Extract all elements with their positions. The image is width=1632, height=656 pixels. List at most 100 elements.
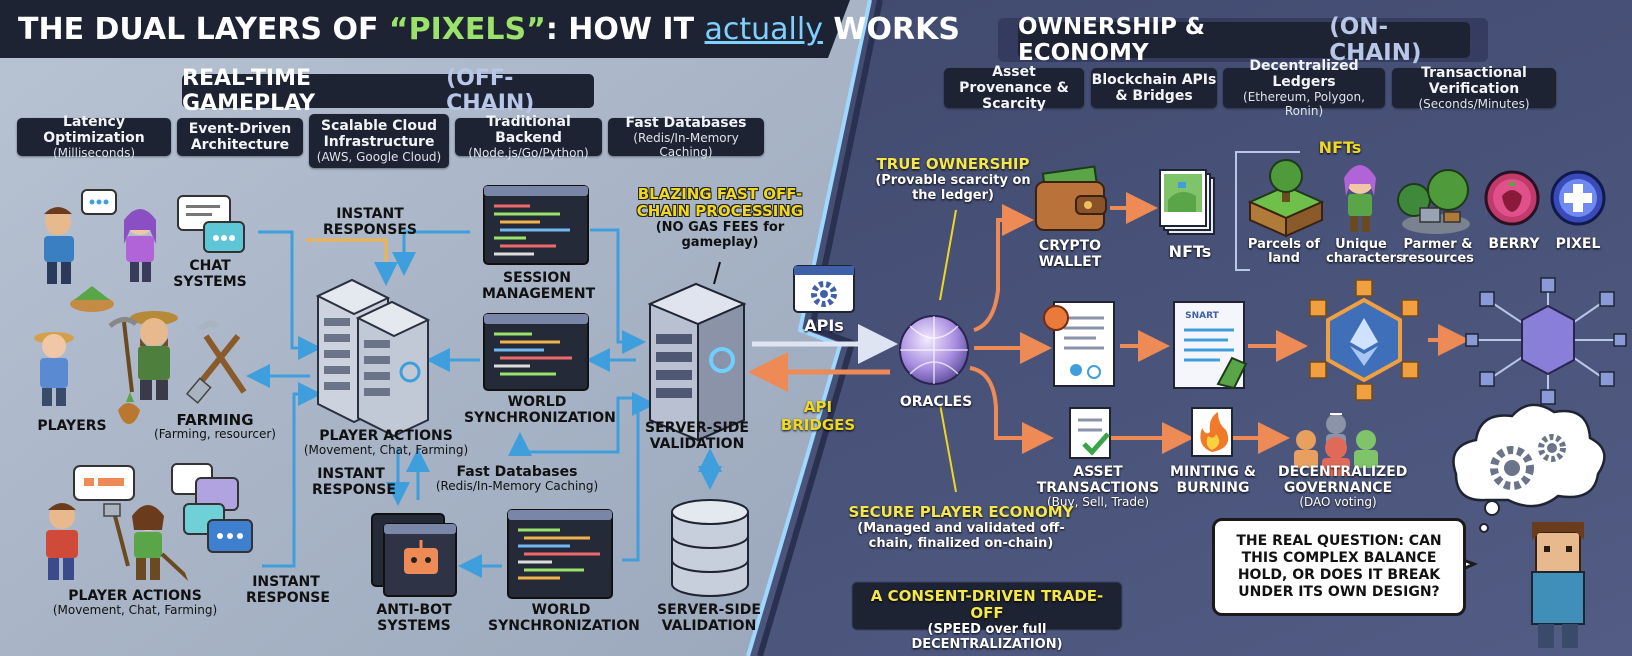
nft-item-berry: BERRY <box>1488 236 1540 252</box>
chat-bubbles-icon <box>81 189 245 253</box>
thought-gears-icon <box>1452 403 1606 533</box>
nfts-stack-label: NFTs <box>1168 242 1212 261</box>
arrow-instant-responses <box>306 238 398 286</box>
feature-sub: (AWS, Google Cloud) <box>316 150 442 164</box>
arrow-players-to-actions <box>262 382 322 568</box>
feature-sub: (Redis/In-Memory Caching) <box>633 131 739 159</box>
thinking-character-icon <box>1531 522 1585 648</box>
smart-doc-label: SNART <box>1185 311 1219 321</box>
code-window-icon <box>483 313 589 391</box>
players-icon <box>44 207 156 284</box>
world-sync-bottom-label: WORLD SYNCHRONIZATION <box>488 602 640 634</box>
players-icon <box>46 503 196 586</box>
feature-title: Asset Provenance & Scarcity <box>959 64 1069 112</box>
feature-sub: (Seconds/Minutes) <box>1418 97 1530 111</box>
feature-cloud: Scalable Cloud Infrastructure(AWS, Googl… <box>309 114 449 168</box>
player-actions-sub: (Movement, Chat, Farming) <box>52 603 218 617</box>
right-section-title-text: OWNERSHIP & ECONOMY <box>1018 14 1205 66</box>
title-middle: : HOW IT <box>545 12 705 47</box>
feature-sub: (Node.js/Go/Python) <box>468 146 589 160</box>
tradeoff-title: A CONSENT-DRIVEN TRADE-OFF <box>870 587 1104 622</box>
transaction-doc-icon <box>1069 407 1111 459</box>
arrow-world-to-server <box>622 392 656 562</box>
arrow-to-wallet <box>973 204 1034 332</box>
chat-systems-label: CHAT SYSTEMS <box>173 258 247 290</box>
arrow-to-transactions <box>969 366 1054 454</box>
ledger-network-icon <box>1465 277 1627 405</box>
apis-label: APIs <box>804 316 844 335</box>
api-bridges-label: API BRIDGES <box>780 398 856 434</box>
arrow-session-to-actions <box>392 230 470 276</box>
secure-economy-title: SECURE PLAYER ECONOMY <box>848 503 1074 521</box>
asset-transactions-label: ASSET TRANSACTIONS(Buy, Sell, Trade) <box>1010 464 1186 509</box>
secure-economy-label: SECURE PLAYER ECONOMY(Managed and valida… <box>846 503 1076 552</box>
berry-token-icon <box>1484 170 1540 226</box>
nft-item-land: Parcels of land <box>1247 237 1321 266</box>
dao-people-icon <box>1294 413 1378 476</box>
tradeoff-box-bg <box>851 581 1123 631</box>
asset-transactions-sub: (Buy, Sell, Trade) <box>1046 495 1150 509</box>
tools-icon <box>185 320 247 404</box>
title-banner <box>0 0 850 58</box>
minting-label: MINTING & BURNING <box>1170 464 1256 496</box>
governance-label: DECENTRALIZED GOVERNANCE(DAO voting) <box>1278 464 1408 509</box>
title-prefix: THE DUAL LAYERS OF <box>18 12 389 47</box>
feature-title: Transactional Verification <box>1421 65 1527 97</box>
title-suffix: WORKS <box>822 12 960 47</box>
players-label: PLAYERS <box>37 418 107 434</box>
feature-fast-db: Fast Databases(Redis/In-Memory Caching) <box>608 115 764 159</box>
fast-databases-title: Fast Databases <box>456 464 578 480</box>
wallet-icon <box>1035 165 1107 231</box>
oracle-orb-icon <box>899 315 969 385</box>
server-validation-top-label: SERVER-SIDE VALIDATION <box>645 420 749 452</box>
session-management-label: SESSION MANAGEMENT <box>482 270 596 302</box>
secure-economy-sub: (Managed and validated off-chain, finali… <box>857 521 1065 551</box>
character-icon <box>1344 165 1376 232</box>
right-section-tag: (ON-CHAIN) <box>1329 14 1422 66</box>
arrow-server-loop <box>508 396 636 456</box>
server-icon <box>647 282 747 442</box>
code-window-icon <box>483 185 589 265</box>
farmer-icon <box>34 286 178 424</box>
nft-item-pixel: PIXEL <box>1555 236 1601 252</box>
code-window-icon <box>507 509 613 599</box>
smart-contract-icon <box>1173 301 1248 390</box>
nft-card-icon <box>1159 169 1215 235</box>
left-section-title-text: REAL-TIME GAMEPLAY <box>182 66 315 116</box>
title-highlight: “PIXELS” <box>388 12 546 47</box>
feature-event-driven: Event-Driven Architecture <box>177 118 303 156</box>
feature-title: Latency Optimization <box>43 114 145 146</box>
nft-item-resources: Parmer & resources <box>1402 237 1474 266</box>
feature-title: Scalable Cloud Infrastructure <box>321 118 437 150</box>
feature-provenance: Asset Provenance & Scarcity <box>944 64 1084 112</box>
true-ownership-title: TRUE OWNERSHIP <box>876 155 1030 173</box>
server-validation-bottom-label: SERVER-SIDE VALIDATION <box>657 602 761 634</box>
player-actions-center-label: PLAYER ACTIONS(Movement, Chat, Farming) <box>296 428 476 457</box>
land-icon <box>1247 159 1325 238</box>
feature-title: Decentralized Ledgers <box>1249 58 1359 90</box>
governance-title: DECENTRALIZED GOVERNANCE <box>1278 464 1408 496</box>
chat-bubbles-icon <box>73 463 253 553</box>
player-actions-bottom-label: PLAYER ACTIONS(Movement, Chat, Farming) <box>40 588 230 617</box>
divider-shadow <box>757 0 883 656</box>
feature-sub: (Milliseconds) <box>52 146 136 160</box>
callout-line <box>713 261 721 285</box>
feature-ledgers: Decentralized Ledgers(Ethereum, Polygon,… <box>1223 58 1385 118</box>
true-ownership-sub: (Provable scarcity on the ledger) <box>875 173 1031 203</box>
blazing-fast-label: BLAZING FAST OFF-CHAIN PROCESSING(NO GAS… <box>620 186 820 251</box>
instant-response-bottom-label: INSTANT RESPONSE <box>246 574 330 606</box>
farming-label: FARMING(Farming, resourcer) <box>150 412 280 441</box>
governance-sub: (DAO voting) <box>1299 495 1377 509</box>
nfts-header-label: NFTs <box>1318 138 1362 157</box>
feature-sub: (Ethereum, Polygon, Ronin) <box>1243 90 1365 118</box>
api-gear-icon <box>793 265 855 313</box>
anti-bot-label: ANTI-BOT SYSTEMS <box>376 602 452 634</box>
farming-sub: (Farming, resourcer) <box>154 427 276 441</box>
asset-transactions-title: ASSET TRANSACTIONS <box>1036 464 1160 496</box>
nft-item-characters: Unique characters <box>1326 237 1404 266</box>
arrow-session-to-server <box>590 228 646 354</box>
tradeoff-sub: (SPEED over full DECENTRALIZATION) <box>911 622 1063 652</box>
true-ownership-label: TRUE OWNERSHIP(Provable scarcity on the … <box>870 155 1036 204</box>
